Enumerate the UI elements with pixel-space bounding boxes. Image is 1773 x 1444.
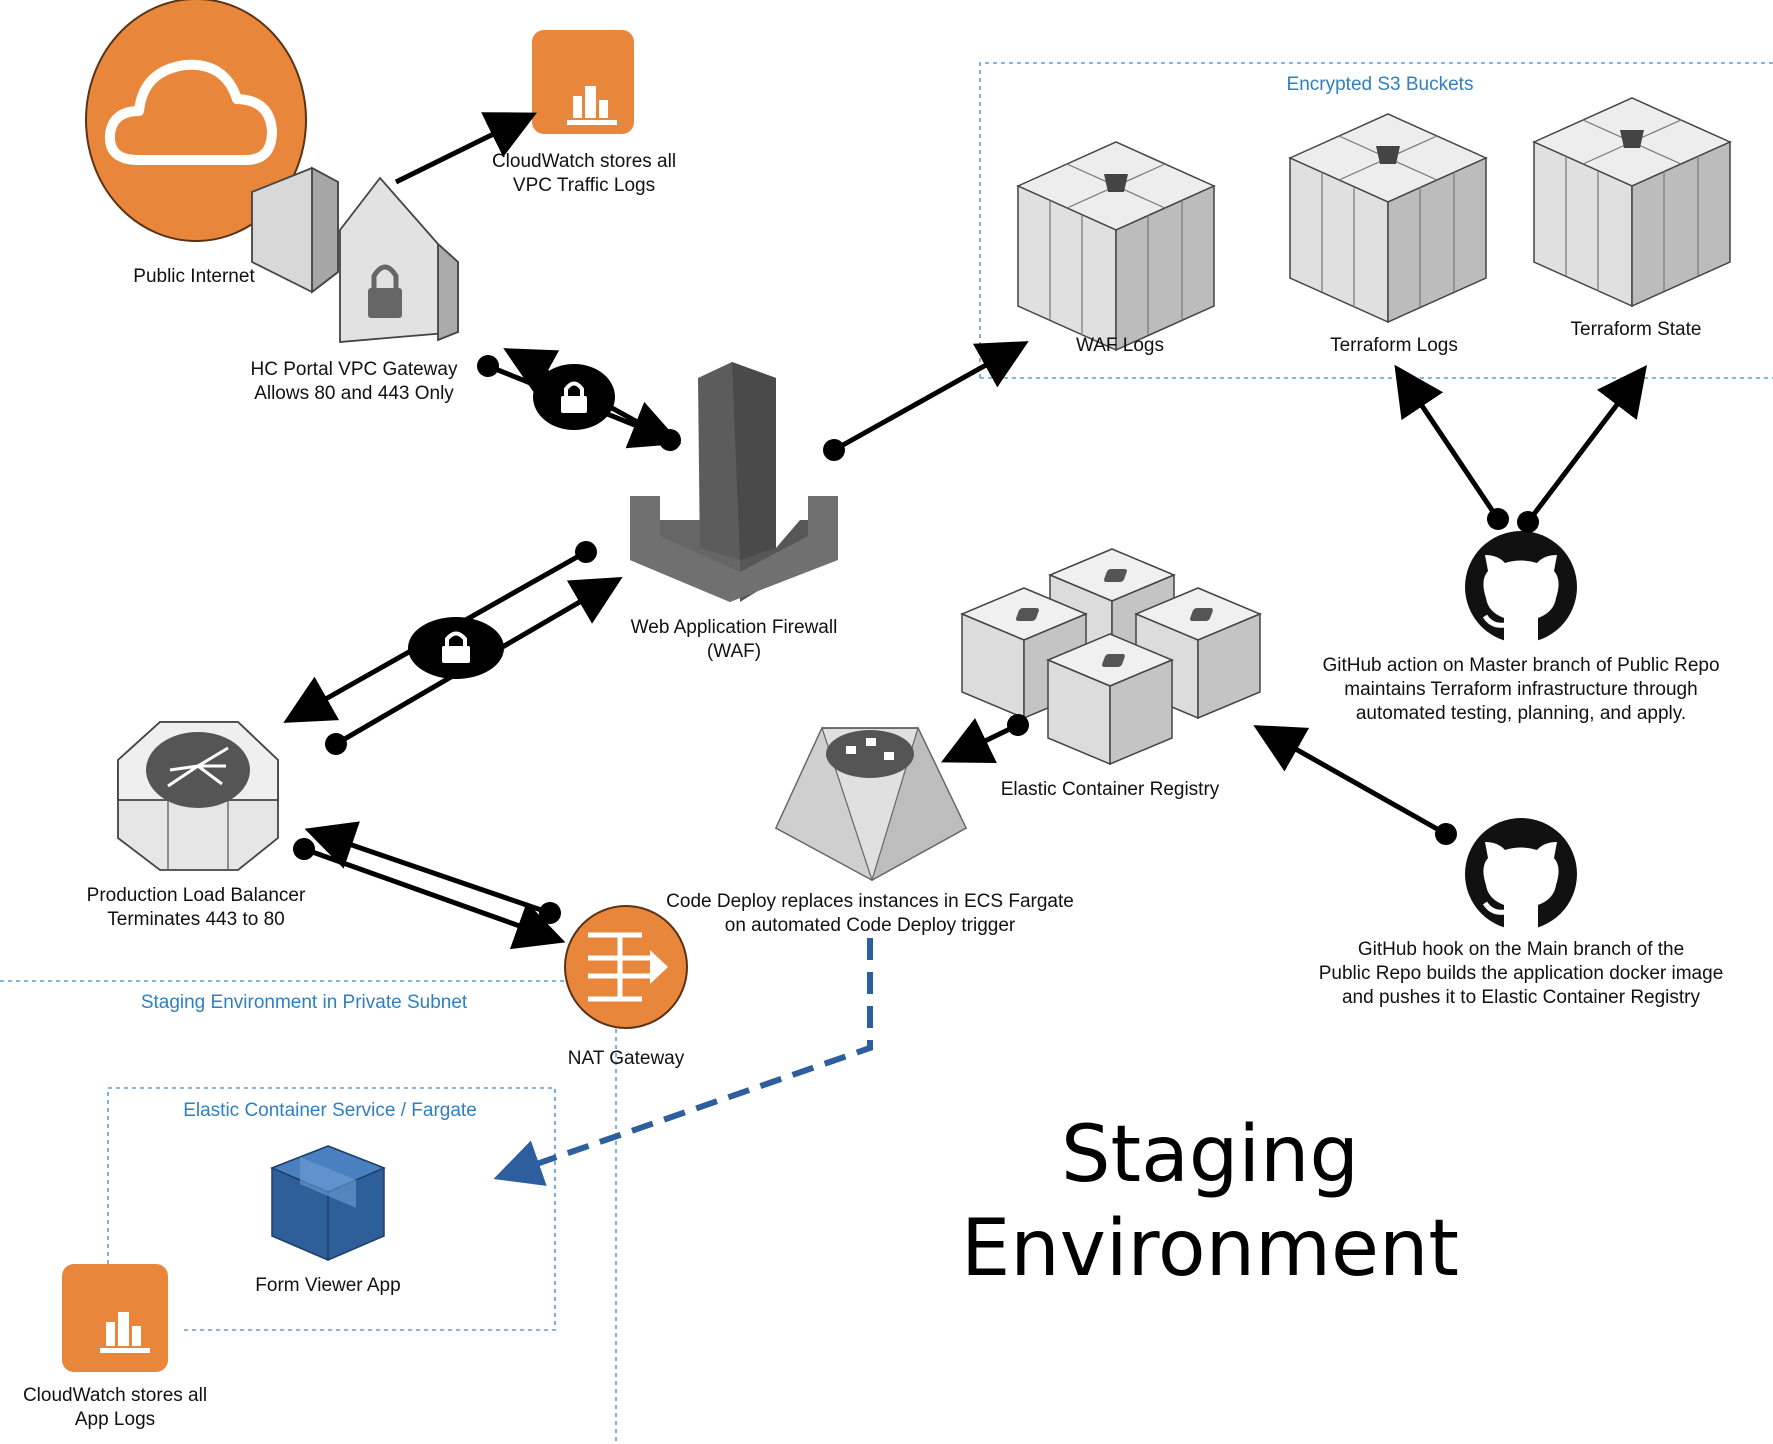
load-balancer-label: Production Load Balancer Terminates 443 … — [86, 885, 306, 930]
cloudwatch-vpc-label: CloudWatch stores all VPC Traffic Logs — [491, 151, 677, 196]
load-balancer-icon — [117, 721, 279, 871]
lock-icon — [533, 364, 615, 430]
code-deploy-label: Code Deploy replaces instances in ECS Fa… — [666, 891, 1074, 936]
ecs-group-label: Elastic Container Service / Fargate — [183, 1100, 477, 1121]
cloudwatch-app-label: CloudWatch stores all App Logs — [22, 1385, 208, 1430]
form-viewer-label: Form Viewer App — [255, 1275, 401, 1296]
terraform-state-label: Terraform State — [1570, 319, 1702, 340]
waf-icon — [630, 362, 838, 602]
s3-buckets-group-border — [979, 62, 1773, 379]
waf-label: Web Application Firewall (WAF) — [630, 617, 838, 662]
vpc-gateway-icon — [251, 166, 459, 343]
nat-gateway-icon — [564, 905, 688, 1029]
github-hook-label: GitHub hook on the Main branch of the Pu… — [1318, 939, 1724, 1008]
cloud-icon — [85, 0, 307, 242]
ecr-label: Elastic Container Registry — [1000, 779, 1220, 800]
cloudwatch-icon — [532, 30, 634, 134]
public-internet-label: Public Internet — [133, 266, 255, 287]
waf-logs-label: WAF Logs — [1076, 335, 1164, 356]
code-deploy-icon — [774, 726, 968, 882]
vpc-gateway-label: HC Portal VPC Gateway Allows 80 and 443 … — [250, 359, 458, 404]
lock-icon — [408, 617, 504, 679]
ecs-fargate-icon — [270, 1145, 386, 1261]
github-icon — [1465, 818, 1577, 930]
diagram-title: Staging Environment — [960, 1110, 1460, 1294]
deploy-trigger-arrow — [493, 938, 873, 1186]
s3-bucket-icon — [1533, 97, 1731, 307]
github-icon — [1465, 531, 1577, 643]
cloudwatch-icon — [62, 1264, 168, 1372]
s3-group-label: Encrypted S3 Buckets — [1286, 74, 1474, 95]
nat-gateway-label: NAT Gateway — [567, 1048, 685, 1069]
s3-bucket-icon — [1289, 113, 1487, 323]
staging-subnet-group-label: Staging Environment in Private Subnet — [140, 992, 468, 1013]
s3-bucket-icon — [1017, 141, 1215, 351]
github-action-label: GitHub action on Master branch of Public… — [1322, 655, 1720, 724]
staging-subnet-group-border — [0, 980, 617, 1444]
terraform-logs-label: Terraform Logs — [1330, 335, 1458, 356]
